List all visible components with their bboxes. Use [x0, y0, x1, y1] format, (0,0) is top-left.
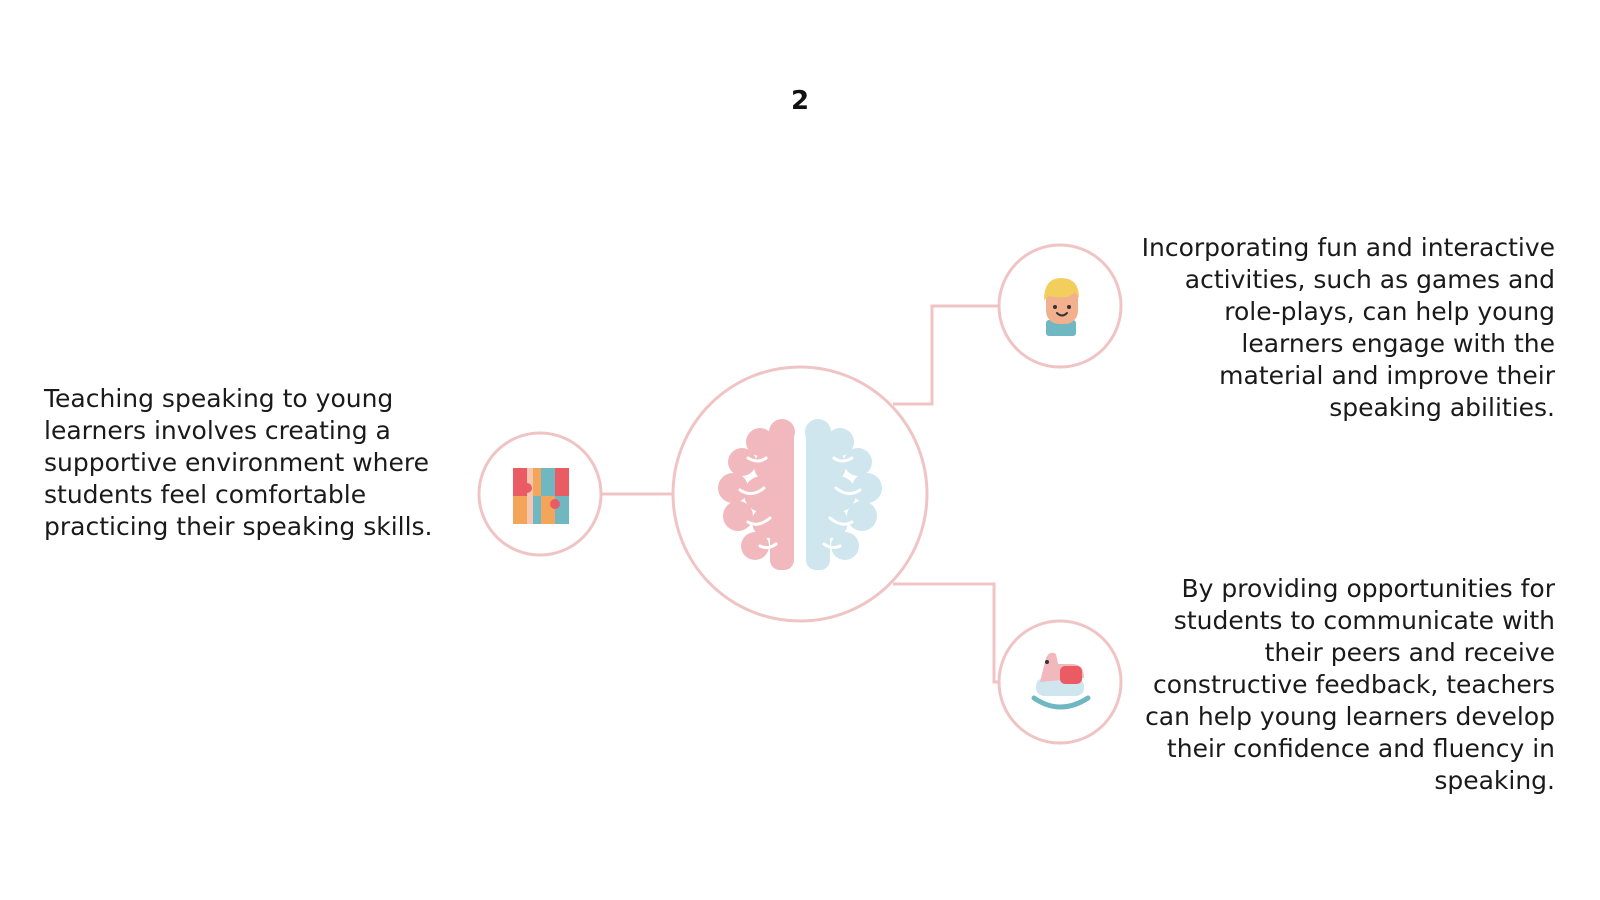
text-top-right: Incorporating fun and interactive activi…: [1141, 233, 1555, 422]
slide-number: 2: [790, 86, 810, 116]
child-face-icon: [1044, 278, 1079, 336]
blocks-icon: [513, 468, 569, 524]
rocking-horse-icon: [1031, 652, 1091, 710]
brain-icon: [718, 419, 882, 572]
connector-lines: [601, 304, 999, 684]
text-left: Teaching speaking to young learners invo…: [44, 384, 433, 541]
connector-bottom-right: [893, 582, 999, 684]
text-bottom-right: By providing opportunities for students …: [1145, 574, 1555, 795]
connector-top-right: [893, 304, 999, 406]
